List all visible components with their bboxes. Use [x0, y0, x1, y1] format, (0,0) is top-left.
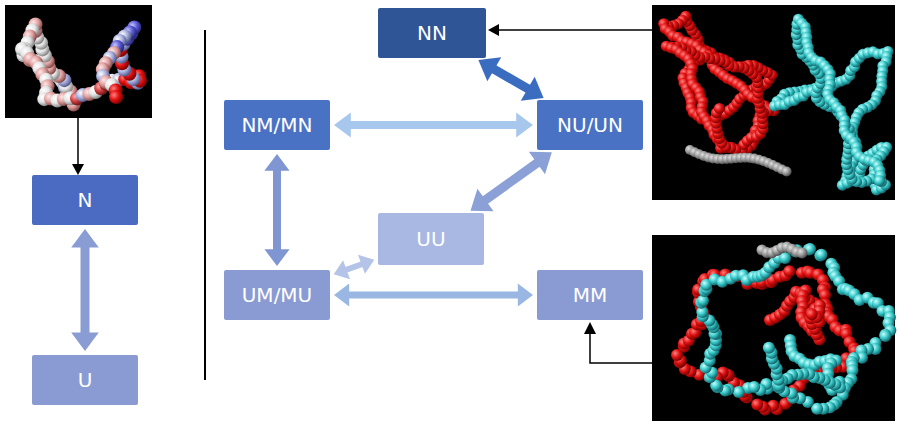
atom-sphere: [879, 330, 891, 342]
divider-line: [204, 30, 206, 380]
atom-sphere: [797, 247, 808, 258]
arrowhead: [334, 260, 350, 279]
atom-sphere: [782, 167, 792, 177]
arrowhead: [516, 112, 533, 137]
arrowhead: [518, 284, 533, 307]
state-box: UM/MU: [224, 270, 330, 320]
transition-arrow: [346, 264, 363, 270]
state-label: N: [78, 188, 93, 212]
state-box: NU/UN: [537, 100, 643, 150]
state-label: NN: [417, 21, 447, 45]
molecule-spheres: [15, 17, 147, 111]
atom-sphere: [783, 265, 795, 277]
arrowhead: [521, 77, 544, 101]
state-label: U: [78, 368, 93, 392]
transition-arrow: [348, 292, 519, 299]
extended-dimer-image: [652, 5, 895, 200]
arrowhead: [71, 333, 99, 351]
arrowhead: [471, 189, 494, 211]
state-label: UU: [416, 227, 445, 251]
compact-dimer-image: [652, 235, 895, 421]
transition-arrow-group: [471, 152, 552, 211]
state-label: MM: [573, 283, 608, 307]
transition-arrow-group: [478, 57, 543, 100]
transition-arrow: [273, 170, 281, 250]
state-box: U: [32, 355, 138, 405]
state-box: UU: [378, 213, 484, 265]
extended-dimer-spheres: [658, 11, 893, 196]
compact-dimer-spheres: [671, 242, 896, 416]
state-box: NM/MN: [224, 100, 330, 150]
state-label: NM/MN: [241, 113, 312, 137]
pointer-line: [590, 333, 652, 363]
arrowhead: [358, 255, 374, 274]
atom-sphere: [109, 90, 123, 104]
state-box: NN: [378, 8, 486, 58]
transition-arrow: [350, 121, 517, 129]
transition-arrow: [81, 246, 90, 333]
atom-sphere: [874, 175, 885, 186]
atom-sphere: [751, 399, 763, 411]
arrowhead: [264, 249, 289, 266]
state-box: N: [32, 175, 138, 225]
state-label: UM/MU: [242, 283, 313, 307]
transition-arrow-group: [334, 112, 533, 137]
atom-sphere: [714, 103, 725, 114]
atom-sphere: [815, 249, 827, 261]
transition-arrow-group: [264, 154, 289, 266]
atom-sphere: [763, 342, 775, 354]
pointer-head: [584, 322, 596, 334]
arrowhead: [334, 284, 349, 307]
transition-arrow-group: [71, 229, 99, 351]
pointer-line: [77, 118, 79, 165]
state-box: MM: [537, 270, 643, 320]
arrowhead: [264, 154, 289, 171]
transition-arrow: [493, 69, 528, 89]
pointer-line: [498, 29, 652, 31]
atom-sphere: [806, 308, 818, 320]
arrowhead: [529, 152, 552, 174]
molecule-image: [5, 5, 152, 118]
atom-sphere: [748, 381, 760, 393]
arrowhead: [334, 112, 351, 137]
transition-arrow-group: [334, 284, 533, 307]
transition-arrow-group: [334, 255, 374, 280]
arrowhead: [71, 229, 99, 247]
state-label: NU/UN: [557, 113, 623, 137]
pointer-head: [488, 24, 499, 36]
transition-arrow: [485, 162, 538, 200]
atom-sphere: [733, 386, 745, 398]
arrowhead: [478, 57, 501, 81]
pointer-head: [72, 164, 84, 175]
